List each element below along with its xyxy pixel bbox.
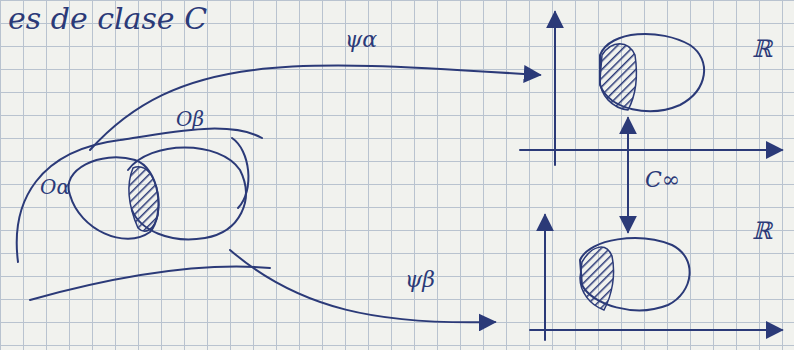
overlap-region: [129, 167, 159, 231]
axis: [520, 149, 782, 151]
space-name: ℝ: [752, 218, 772, 244]
axis: [544, 215, 546, 340]
axis: [530, 329, 782, 331]
open-set: [68, 157, 158, 238]
transition-arrow: [627, 118, 629, 232]
chart-image: [580, 238, 690, 310]
chart-arrow: [90, 66, 540, 150]
set-name: Oβ: [176, 108, 204, 130]
smoothness-label: C∞: [645, 168, 680, 192]
axis: [554, 12, 556, 165]
overlap-image: [580, 247, 614, 310]
bracket: [232, 138, 248, 208]
manifold-outline: [30, 267, 270, 300]
heading-fragment: es de clase C: [8, 2, 207, 35]
set-name: Oα: [40, 176, 70, 198]
space-name: ℝ: [752, 36, 772, 62]
open-set: [128, 148, 246, 240]
manifold-outline: [17, 129, 262, 262]
map-name: ψα: [345, 28, 377, 52]
chart-arrow: [230, 250, 495, 322]
map-name: ψβ: [405, 268, 435, 292]
chart-image: [600, 34, 704, 111]
overlap-image: [600, 44, 636, 110]
